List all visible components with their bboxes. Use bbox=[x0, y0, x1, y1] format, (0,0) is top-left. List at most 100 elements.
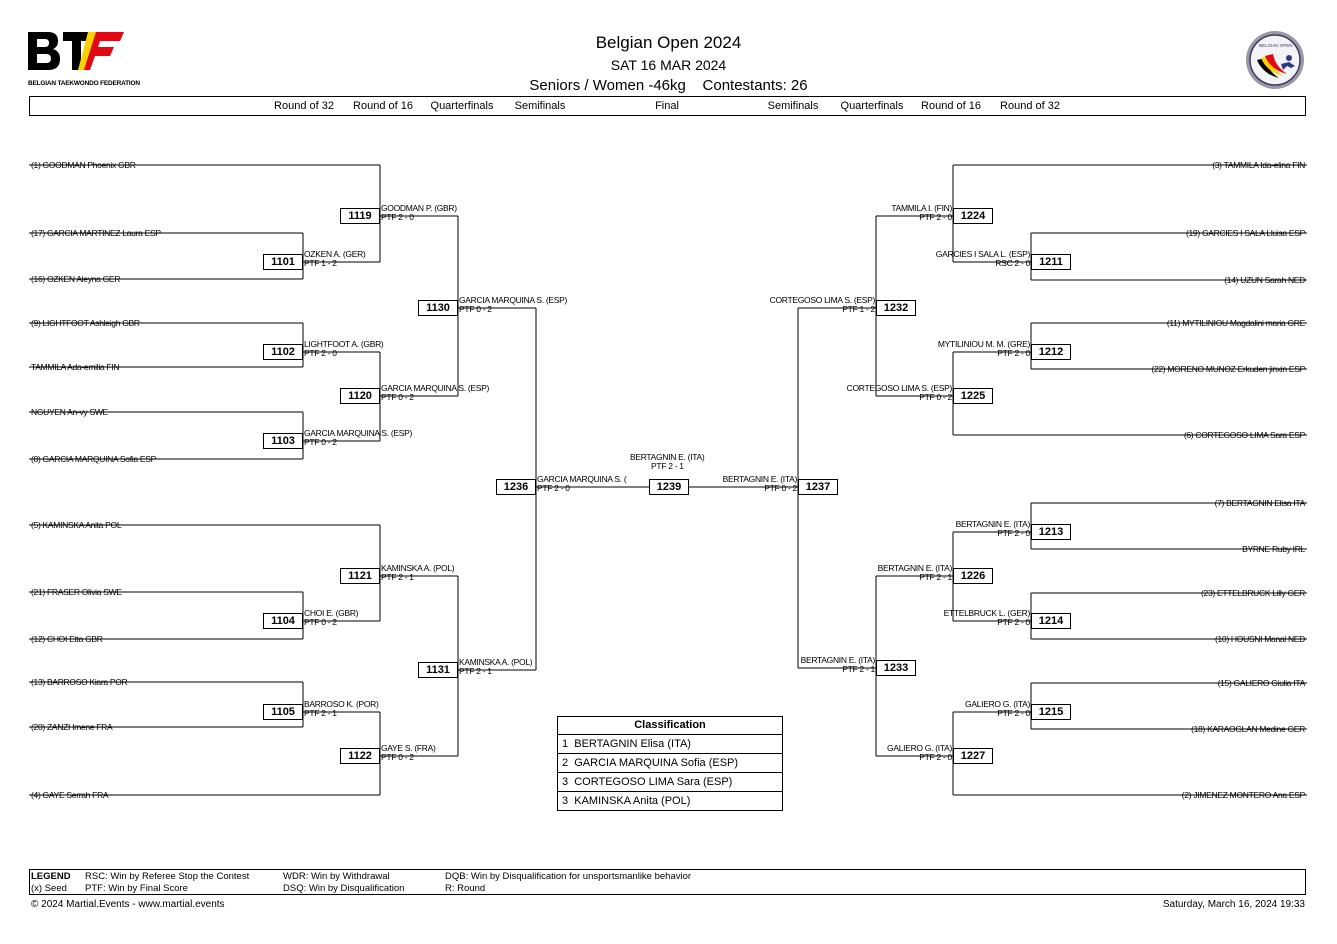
legend-seed: (x) Seed bbox=[31, 883, 67, 894]
match-number-box[interactable]: 1211 bbox=[1031, 254, 1071, 270]
legend-title: LEGEND bbox=[31, 871, 71, 882]
match-winner: GARCIA MARQUINA S. (ESP) bbox=[459, 295, 568, 305]
match-number-box[interactable]: 1120 bbox=[340, 388, 380, 404]
bracket-entry: (21) FRASER Olivia SWE bbox=[31, 587, 122, 597]
bracket-entry: (16) OZKEN Aleyna GER bbox=[31, 274, 121, 284]
event-date: SAT 16 MAR 2024 bbox=[610, 57, 727, 73]
match-winner: TAMMILA I. (FIN) bbox=[891, 203, 952, 213]
legend-rsc: RSC: Win by Referee Stop the Contest bbox=[85, 871, 250, 882]
bracket-entry: (10) HOUSNI Manal NED bbox=[1214, 634, 1305, 644]
match-result: PTF 0 - 2 bbox=[919, 392, 952, 402]
match-result: PTF 2 - 0 bbox=[537, 483, 570, 493]
bracket-entry: (11) MYTILINIOU Magdalini maria GRE bbox=[1166, 318, 1305, 328]
classification-row: 3 KAMINSKA Anita (POL) bbox=[562, 795, 691, 807]
bracket-entry: BYRNE Ruby IRL bbox=[1242, 544, 1305, 554]
legend-round: R: Round bbox=[445, 883, 486, 894]
match-number-box[interactable]: 1233 bbox=[876, 660, 916, 676]
federation-name: BELGIAN TAEKWONDO FEDERATION bbox=[28, 80, 140, 87]
match-number-box[interactable]: 1226 bbox=[953, 568, 993, 584]
legend-ptf: PTF: Win by Final Score bbox=[85, 883, 188, 894]
round-label-left-qf: Quarterfinals bbox=[430, 100, 494, 112]
match-number-box[interactable]: 1224 bbox=[953, 208, 993, 224]
match-winner: BARROSO K. (POR) bbox=[304, 699, 379, 709]
match-result: PTF 0 - 2 bbox=[381, 392, 414, 402]
match-result: PTF 2 - 0 bbox=[997, 348, 1030, 358]
match-number-box[interactable]: 1215 bbox=[1031, 704, 1071, 720]
match-winner: GARCIA MARQUINA S. (ESP) bbox=[304, 428, 413, 438]
match-result: PTF 2 - 0 bbox=[381, 212, 414, 222]
match-winner: OZKEN A. (GER) bbox=[304, 249, 366, 259]
classification-row: 3 CORTEGOSO LIMA Sara (ESP) bbox=[558, 773, 782, 792]
match-number-box[interactable]: 1130 bbox=[418, 300, 458, 316]
bracket-entry: (12) CHOI Etta GBR bbox=[31, 634, 103, 644]
match-number-box[interactable]: 1102 bbox=[263, 344, 303, 360]
bracket-entry: (22) MORENO MUNOZ Erkuden jinxin ESP bbox=[1151, 364, 1305, 374]
match-number-box[interactable]: 1227 bbox=[953, 748, 993, 764]
match-result: PTF 1 - 2 bbox=[842, 304, 875, 314]
match-number-box[interactable]: 1122 bbox=[340, 748, 380, 764]
bracket-entry: (2) JIMENEZ MONTERO Ana ESP bbox=[1181, 790, 1306, 800]
legend-dsq: DSQ: Win by Disqualification bbox=[283, 883, 405, 894]
match-winner: GARCIA MARQUINA S. ( bbox=[537, 474, 627, 484]
round-label-final: Final bbox=[655, 100, 679, 112]
bracket-entry: (17) GARCIA MARTINEZ Laura ESP bbox=[31, 228, 161, 238]
match-winner: GOODMAN P. (GBR) bbox=[381, 203, 457, 213]
bracket-entry: (1) GOODMAN Phoenix GBR bbox=[31, 160, 136, 170]
match-number-box[interactable]: 1121 bbox=[340, 568, 380, 584]
match-result: PTF 2 - 0 bbox=[997, 708, 1030, 718]
match-winner: BERTAGNIN E. (ITA) bbox=[955, 519, 1031, 529]
match-winner: ETTELBRUCK L. (GER) bbox=[943, 608, 1031, 618]
bracket-entry: (9) LIGHTFOOT Ashleigh GBR bbox=[31, 318, 140, 328]
classification-title: Classification bbox=[558, 717, 782, 735]
match-result: PTF 2 - 0 bbox=[919, 212, 952, 222]
match-result: PTF 2 - 1 bbox=[381, 572, 414, 582]
legend-box bbox=[29, 869, 1306, 895]
print-timestamp: Saturday, March 16, 2024 19:33 bbox=[1162, 899, 1305, 910]
match-number-box[interactable]: 1131 bbox=[418, 662, 458, 678]
match-number-box[interactable]: 1103 bbox=[263, 433, 303, 449]
bracket-entry: (7) BERTAGNIN Elisa ITA bbox=[1214, 498, 1306, 508]
bracket-entry: (4) GAYE Serrah FRA bbox=[31, 790, 109, 800]
match-result: PTF 0 - 2 bbox=[304, 437, 337, 447]
round-label-right-sf: Semifinals bbox=[767, 100, 819, 112]
match-number-box[interactable]: 1213 bbox=[1031, 524, 1071, 540]
match-number-box[interactable]: 1101 bbox=[263, 254, 303, 270]
match-result: PTF 1 - 2 bbox=[304, 258, 337, 268]
match-number-box[interactable]: 1212 bbox=[1031, 344, 1071, 360]
match-number-box[interactable]: 1232 bbox=[876, 300, 916, 316]
round-label-left-sf: Semifinals bbox=[514, 100, 566, 112]
bracket-entry: (13) BARROSO Kiara POR bbox=[31, 677, 128, 687]
legend-dqb: DQB: Win by Disqualification for unsport… bbox=[445, 871, 692, 882]
bracket-entry: (20) ZANZI Imene FRA bbox=[31, 722, 113, 732]
bracket-entry: NGUYEN An-vy SWE bbox=[31, 407, 108, 417]
match-winner: LIGHTFOOT A. (GBR) bbox=[304, 339, 384, 349]
match-number-box[interactable]: 1236 bbox=[496, 479, 536, 495]
bracket-entry: (6) CORTEGOSO LIMA Sara ESP bbox=[1183, 430, 1305, 440]
match-winner: CORTEGOSO LIMA S. (ESP) bbox=[846, 383, 953, 393]
match-winner: KAMINSKA A. (POL) bbox=[381, 563, 455, 573]
match-number-box[interactable]: 1104 bbox=[263, 613, 303, 629]
round-label-left-r32: Round of 32 bbox=[274, 100, 334, 112]
round-label-right-r32: Round of 32 bbox=[1000, 100, 1060, 112]
match-winner: CHOI E. (GBR) bbox=[304, 608, 359, 618]
classification-row: 1 BERTAGNIN Elisa (ITA) bbox=[558, 735, 782, 754]
copyright-link[interactable]: © 2024 Martial.Events - www.martial.even… bbox=[31, 899, 225, 910]
final-result: PTF 2 - 1 bbox=[651, 461, 684, 471]
bracket-entry: (18) KARAOGLAN Medine GER bbox=[1191, 724, 1305, 734]
belgian-open-logo-text: BELGIAN OPEN bbox=[1259, 43, 1293, 48]
match-number-box[interactable]: 1225 bbox=[953, 388, 993, 404]
classification-table: Classification 1 BERTAGNIN Elisa (ITA) 2… bbox=[557, 716, 783, 811]
match-winner: CORTEGOSO LIMA S. (ESP) bbox=[769, 295, 876, 305]
classification-row: 2 GARCIA MARQUINA Sofia (ESP) bbox=[558, 754, 782, 773]
match-number-box[interactable]: 1119 bbox=[340, 208, 380, 224]
match-number-box[interactable]: 1237 bbox=[798, 479, 838, 495]
match-winner: GARCIES I SALA L. (ESP) bbox=[935, 249, 1031, 259]
round-label-right-r16: Round of 16 bbox=[921, 100, 981, 112]
match-winner: BERTAGNIN E. (ITA) bbox=[800, 655, 876, 665]
match-number-box[interactable]: 1105 bbox=[263, 704, 303, 720]
match-winner: GARCIA MARQUINA S. (ESP) bbox=[381, 383, 490, 393]
match-number-box[interactable]: 1239 bbox=[649, 479, 689, 495]
match-number-box[interactable]: 1214 bbox=[1031, 613, 1071, 629]
round-header-bar bbox=[29, 96, 1306, 116]
